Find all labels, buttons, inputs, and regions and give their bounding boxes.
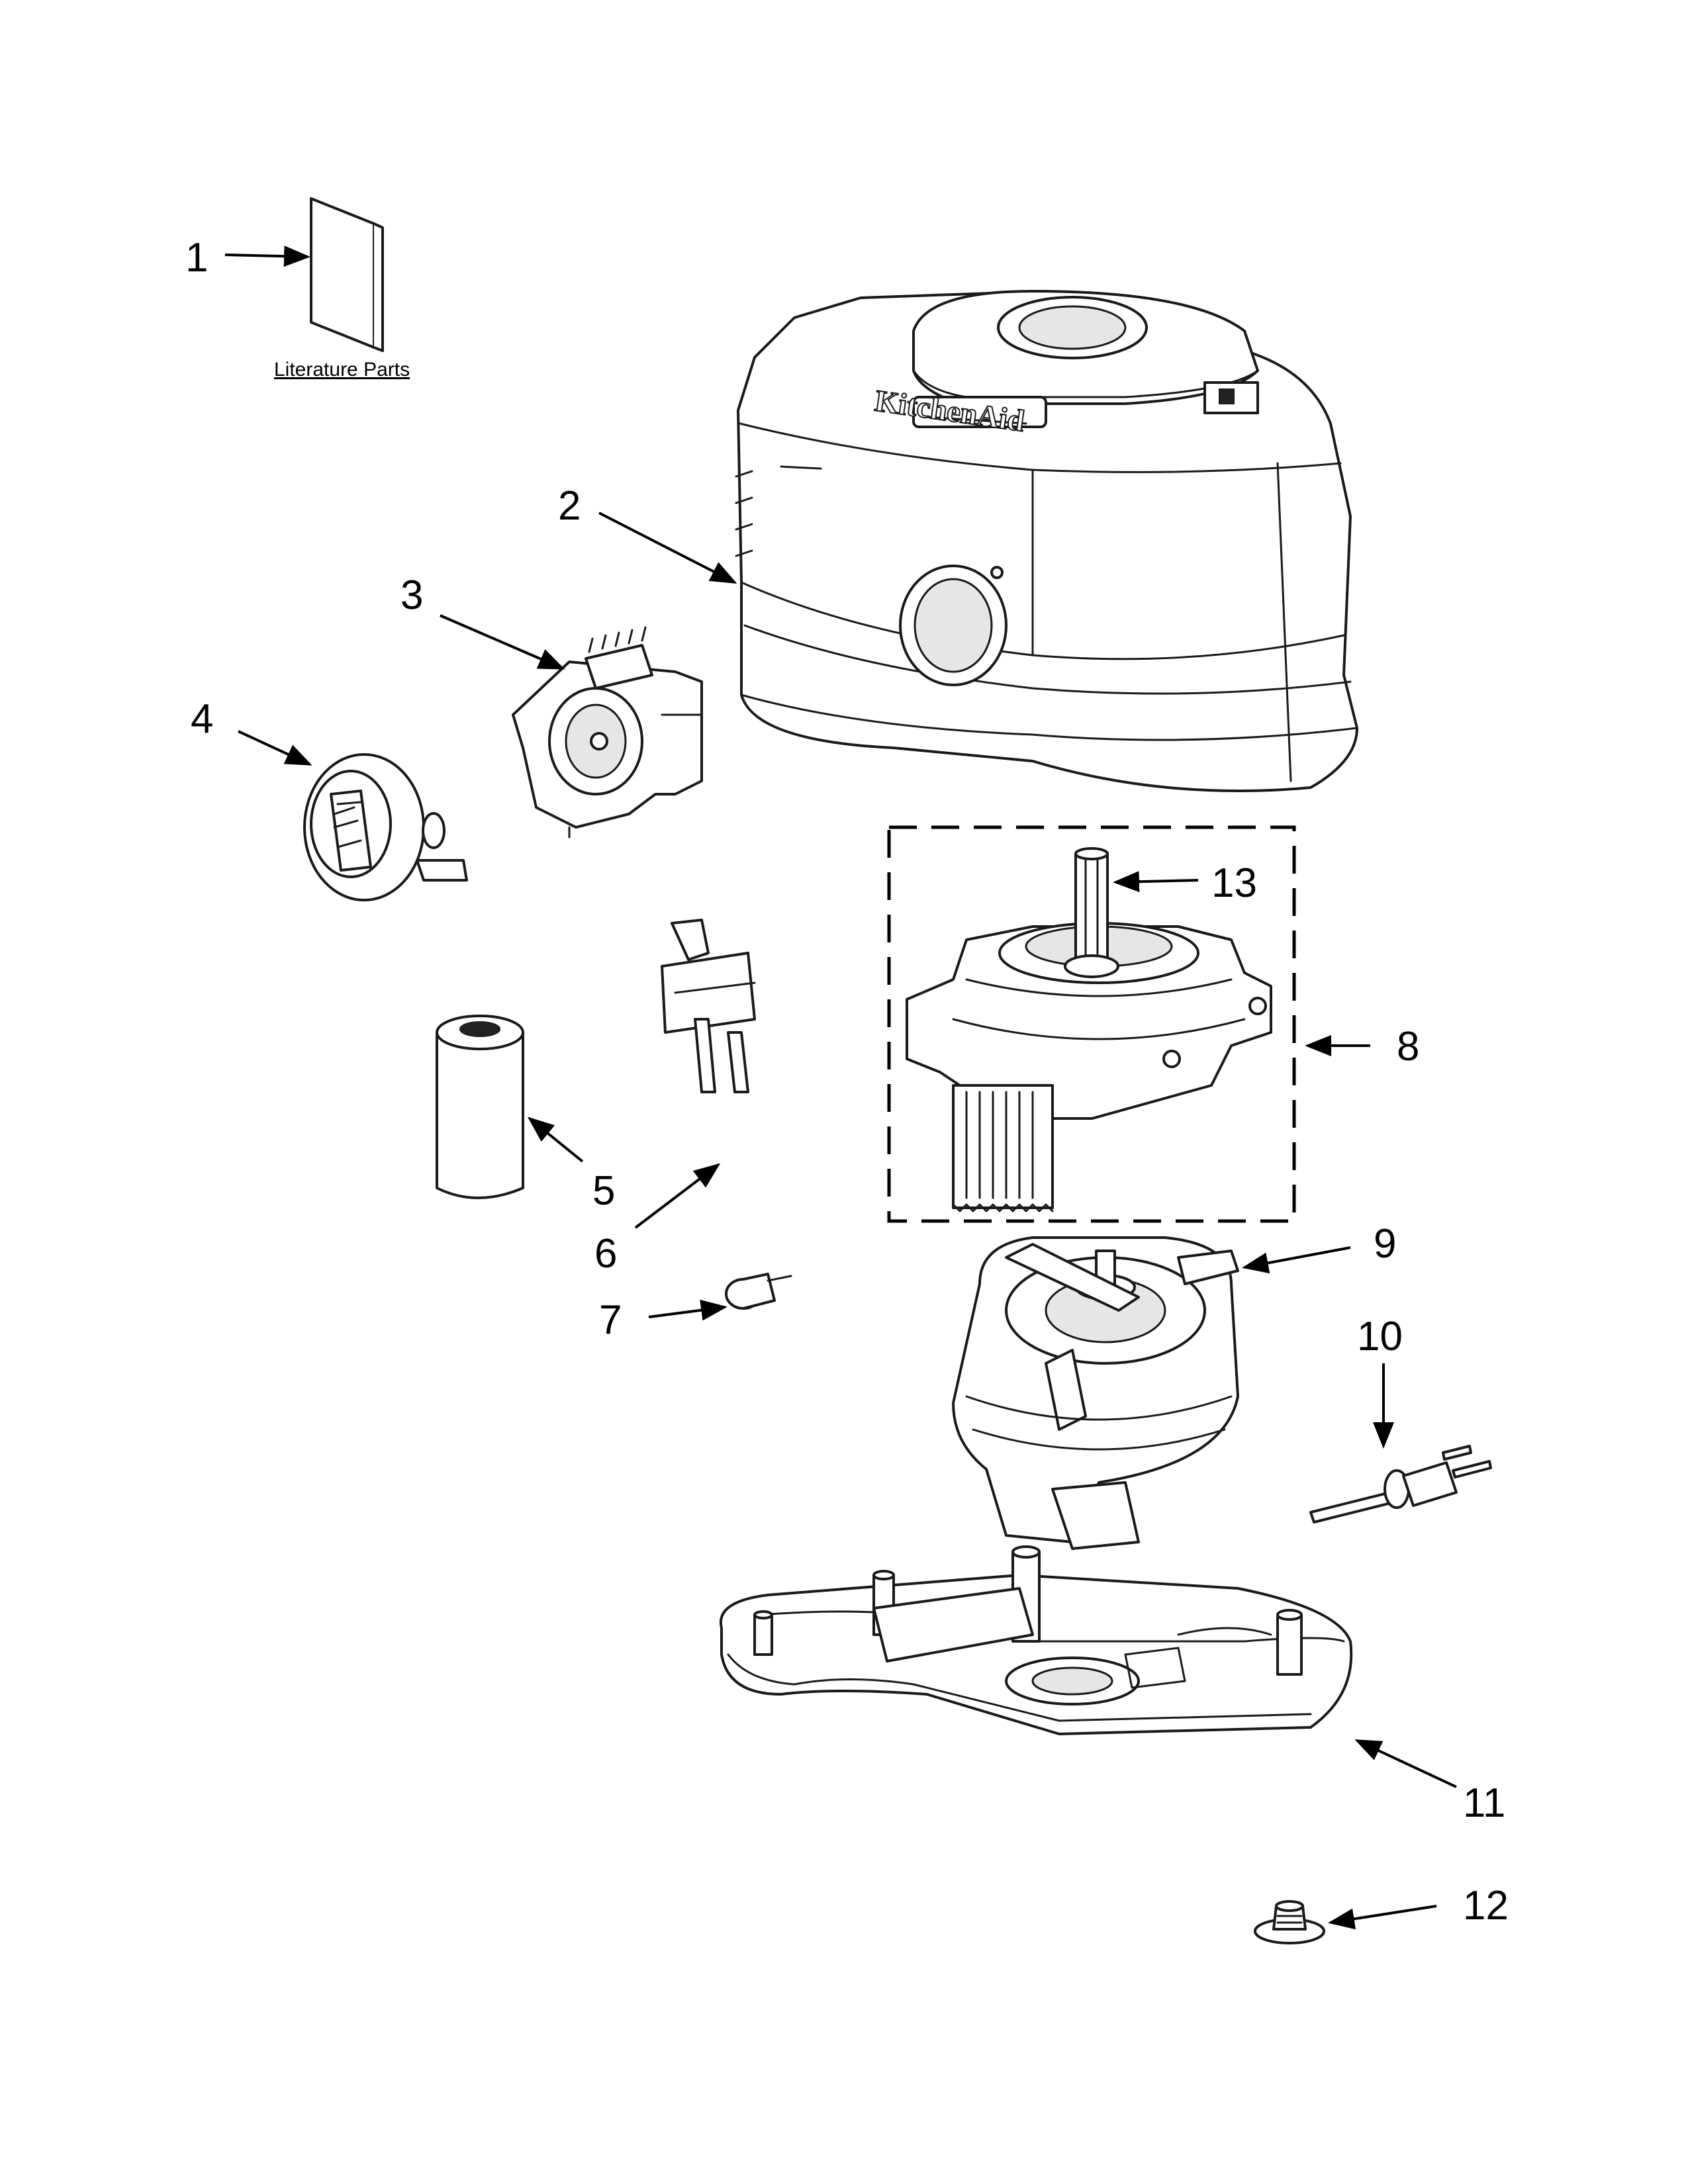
callout-9: 9 <box>1374 1221 1396 1267</box>
callout-11: 11 <box>1463 1780 1505 1826</box>
switch-bracket <box>512 626 703 839</box>
base <box>719 1545 1353 1735</box>
leader-6 <box>634 1163 721 1229</box>
callout-12: 12 <box>1463 1883 1509 1929</box>
callout-5: 5 <box>592 1168 615 1214</box>
callout-2: 2 <box>558 483 581 529</box>
literature-booklet <box>310 197 384 352</box>
leader-1 <box>224 246 310 267</box>
foot <box>1254 1900 1325 1944</box>
leader-3 <box>440 614 565 670</box>
leader-12 <box>1328 1905 1437 1930</box>
drive-shaft <box>1064 847 1119 978</box>
literature-parts-label: Literature Parts <box>274 359 410 381</box>
motor-housing: KitchenAid <box>735 290 1358 792</box>
leader-2 <box>598 512 737 584</box>
capacitor <box>436 1015 524 1199</box>
callout-4: 4 <box>191 696 213 742</box>
cord-strain-relief <box>1309 1445 1492 1524</box>
callout-7: 7 <box>599 1297 622 1343</box>
callout-3: 3 <box>400 572 423 618</box>
control-knob <box>303 753 468 901</box>
callout-8: 8 <box>1397 1024 1419 1069</box>
leader-9 <box>1242 1246 1351 1274</box>
leader-13 <box>1113 871 1199 893</box>
motor <box>952 1236 1239 1550</box>
callout-1: 1 <box>185 235 208 281</box>
leader-arrows <box>224 246 1457 1930</box>
leader-7 <box>648 1299 727 1321</box>
callout-numbers: 1 2 3 4 5 6 7 8 9 10 11 12 13 <box>185 235 1509 1929</box>
callout-6: 6 <box>594 1231 617 1277</box>
screw <box>725 1273 792 1310</box>
switch <box>661 919 756 1093</box>
callout-13: 13 <box>1211 860 1257 906</box>
leader-5 <box>527 1116 584 1163</box>
leader-11 <box>1354 1739 1457 1788</box>
callout-10: 10 <box>1357 1314 1403 1359</box>
leader-4 <box>238 730 312 766</box>
